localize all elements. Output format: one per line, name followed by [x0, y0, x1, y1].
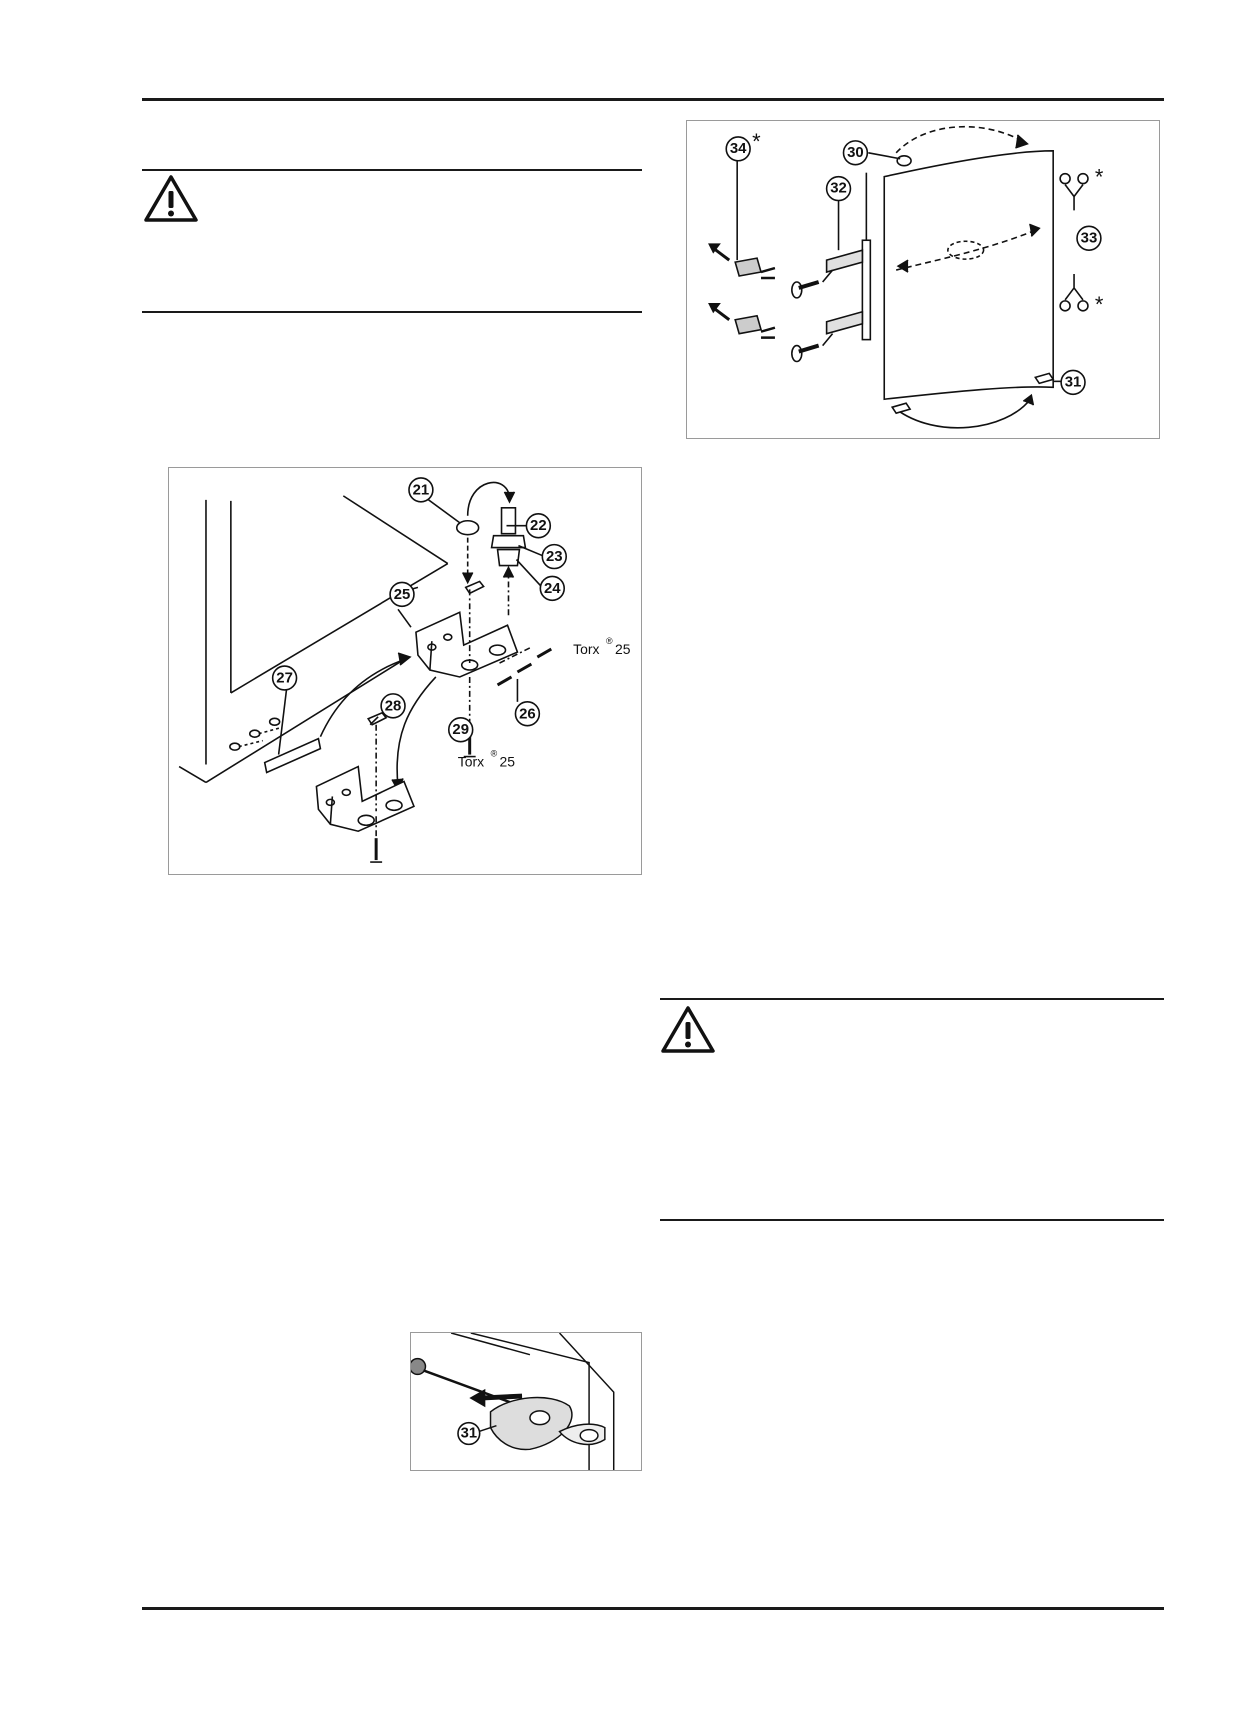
svg-text:®: ®	[606, 636, 613, 646]
svg-text:Torx: Torx	[458, 754, 484, 770]
asterisk-33-lower: *	[1095, 292, 1104, 317]
svg-text:®: ®	[491, 749, 498, 759]
header-rule	[142, 98, 1164, 101]
hinge-assembly-illustration: 21 22 23 24 25 26 27 28 29 Torx ® 25 Tor…	[178, 477, 631, 863]
warning-block-top-rule	[142, 169, 642, 171]
callout-28: 28	[380, 693, 406, 719]
asterisk-33-upper: *	[1095, 165, 1104, 190]
torx-label-lower: Torx ® 25	[458, 749, 516, 770]
svg-text:25: 25	[394, 586, 411, 603]
callout-31: 31	[1060, 369, 1086, 396]
svg-text:21: 21	[413, 481, 430, 498]
svg-text:24: 24	[544, 580, 561, 597]
svg-text:25: 25	[500, 754, 516, 770]
callout-25: 25	[389, 581, 415, 608]
callout-33: 33	[1076, 225, 1102, 251]
warning-block-2-top-rule	[660, 998, 1164, 1000]
svg-text:31: 31	[1065, 374, 1082, 390]
callout-26: 26	[514, 701, 541, 727]
warning-block-2-bottom-rule	[660, 1219, 1164, 1221]
svg-text:Torx: Torx	[573, 641, 599, 657]
svg-text:26: 26	[519, 705, 536, 722]
callout-22: 22	[525, 512, 552, 539]
svg-text:28: 28	[385, 697, 402, 714]
svg-text:29: 29	[452, 721, 469, 738]
figure-hinge-assembly: 21 22 23 24 25 26 27 28 29 Torx ® 25 Tor…	[168, 467, 642, 875]
svg-text:33: 33	[1081, 230, 1098, 246]
callout-29: 29	[447, 716, 474, 743]
figure-hinge-removal: 31	[410, 1332, 642, 1471]
callout-32: 32	[825, 175, 852, 202]
svg-text:30: 30	[847, 145, 864, 161]
svg-text:32: 32	[830, 181, 847, 197]
callout-23: 23	[541, 543, 568, 570]
svg-text:25: 25	[615, 641, 631, 657]
callout-21: 21	[408, 477, 434, 503]
callout-24: 24	[539, 575, 566, 602]
svg-text:31: 31	[461, 1426, 477, 1442]
svg-text:22: 22	[530, 517, 547, 534]
footer-rule	[142, 1607, 1164, 1610]
asterisk-34: *	[752, 129, 761, 154]
callout-30: 30	[842, 140, 869, 166]
callout-34: 34	[725, 136, 751, 162]
hinge-removal-illustration: 31	[411, 1333, 615, 1470]
callout-31-detail: 31	[457, 1421, 481, 1446]
svg-text:23: 23	[546, 548, 563, 565]
warning-triangle-icon	[144, 175, 198, 222]
torx-label-upper: Torx ® 25	[573, 636, 631, 657]
svg-text:34: 34	[730, 141, 747, 157]
warning-block-bottom-rule	[142, 311, 642, 313]
door-handle-illustration: 34 * 30 32 33 * * 31	[708, 125, 1104, 429]
callout-27: 27	[271, 665, 298, 691]
warning-triangle-icon	[661, 1006, 715, 1053]
svg-text:27: 27	[276, 669, 293, 686]
figure-door-handle: 34 * 30 32 33 * * 31	[686, 120, 1160, 439]
